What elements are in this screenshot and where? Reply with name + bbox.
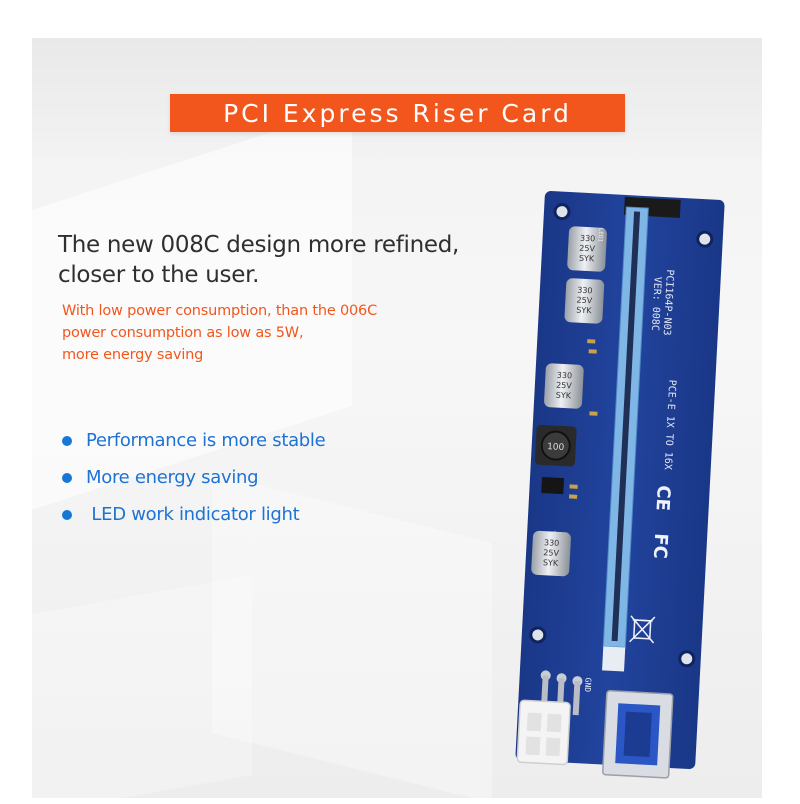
smd-part	[569, 484, 578, 489]
ic-chip	[541, 476, 565, 495]
subtext: With low power consumption, than the 006…	[62, 300, 462, 366]
inductor: 100	[534, 424, 577, 467]
capacitor-label: SYK	[576, 306, 592, 316]
fc-mark-icon: FC	[649, 533, 671, 560]
board-model-label: PCI164P-N03	[661, 269, 675, 336]
riser-card-svg: 330 25V SYK 330 25V SYK 330 25V SYK 330 …	[515, 191, 725, 779]
molex-connector-icon	[516, 699, 571, 766]
feature-item: LED work indicator light	[62, 496, 402, 533]
capacitor-label: SYK	[543, 558, 559, 568]
capacitor-label: 25V	[556, 381, 573, 391]
bullet-icon	[62, 472, 72, 483]
board-spec-label: PCE-E 1X TO 16X	[662, 379, 678, 470]
capacitor-label: SYK	[579, 254, 595, 264]
ic-label: U1	[550, 530, 557, 538]
usb-port-icon	[601, 690, 674, 779]
title-banner: PCI Express Riser Card	[170, 94, 625, 132]
feature-item: Performance is more stable	[62, 422, 402, 459]
board-version-label: VER: 008C	[649, 276, 663, 331]
capacitor-label: 330	[580, 234, 596, 244]
banner-title: PCI Express Riser Card	[223, 98, 572, 128]
led-label: LED1	[596, 228, 604, 243]
slot-channel	[611, 211, 641, 642]
mount-hole-icon	[696, 230, 714, 248]
subtext-line: With low power consumption, than the 006…	[62, 303, 377, 319]
smd-part	[588, 349, 597, 354]
capacitor: 330 25V SYK	[544, 363, 584, 409]
ce-mark-icon: CE	[651, 485, 673, 512]
mount-hole-icon	[553, 203, 571, 221]
capacitor-label: 330	[557, 371, 573, 381]
headline-line: closer to the user.	[58, 262, 260, 288]
capacitor-label: 330	[544, 538, 560, 548]
background-facet	[32, 575, 252, 798]
bullet-icon	[62, 435, 72, 446]
subtext-line: power consumption as low as 5W,	[62, 325, 304, 341]
capacitor: 330 25V SYK	[567, 226, 607, 272]
smd-part	[568, 494, 578, 499]
feature-list: Performance is more stable More energy s…	[62, 422, 402, 533]
mount-hole-icon	[529, 626, 547, 644]
capacitor-label: 25V	[576, 296, 593, 306]
feature-item: More energy saving	[62, 459, 402, 496]
capacitor: 330 25V SYK	[564, 278, 605, 324]
smd-part	[589, 411, 598, 416]
capacitor-label: 25V	[579, 244, 596, 254]
weee-bin-icon	[629, 615, 656, 644]
bullet-icon	[62, 509, 72, 520]
capacitor-label: 330	[577, 286, 593, 296]
inductor-label: 100	[547, 442, 565, 453]
capacitor-label: SYK	[556, 391, 572, 401]
feature-label: LED work indicator light	[86, 504, 300, 525]
headline: The new 008C design more refined, closer…	[58, 230, 518, 290]
capacitor: 330 25V SYK	[531, 530, 571, 577]
capacitor-label: 25V	[543, 548, 560, 558]
smd-part	[587, 339, 596, 344]
subtext-line: more energy saving	[62, 347, 204, 363]
gnd-label: GND	[583, 677, 593, 692]
riser-card-image: 330 25V SYK 330 25V SYK 330 25V SYK 330 …	[470, 180, 730, 800]
slot-latch	[602, 646, 626, 672]
feature-label: More energy saving	[86, 467, 259, 488]
feature-label: Performance is more stable	[86, 430, 326, 451]
headline-line: The new 008C design more refined,	[58, 232, 460, 258]
mount-hole-icon	[678, 650, 696, 668]
